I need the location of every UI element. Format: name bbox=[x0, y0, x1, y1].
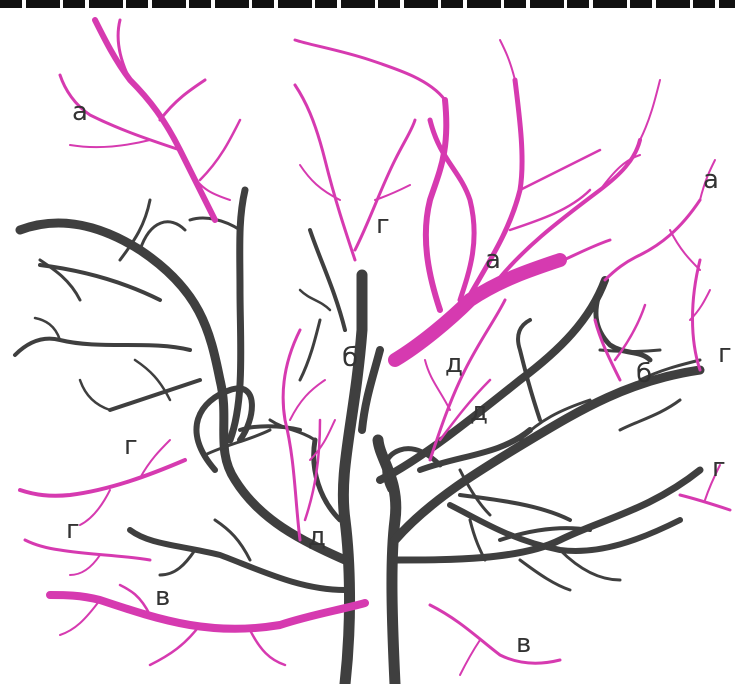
label-b: б bbox=[342, 343, 358, 373]
label-v: в bbox=[516, 629, 531, 659]
label-d: д bbox=[308, 522, 326, 552]
pruned-branches bbox=[20, 20, 730, 675]
label-v: в bbox=[155, 582, 170, 612]
label-g: г bbox=[712, 453, 726, 483]
pruned-shoot-v-left bbox=[50, 595, 365, 629]
label-b: б bbox=[636, 359, 652, 389]
trunk-fork bbox=[362, 350, 380, 430]
label-d: д bbox=[445, 349, 463, 379]
limb-right-main bbox=[395, 370, 700, 540]
label-d: д bbox=[470, 397, 488, 427]
label-a: а bbox=[485, 245, 501, 275]
label-a: а bbox=[703, 165, 719, 195]
label-g: г bbox=[376, 210, 390, 240]
label-a: а bbox=[72, 97, 88, 127]
pruned-shoot-v-right bbox=[430, 605, 560, 663]
pruned-shoot-g-center bbox=[295, 85, 355, 260]
label-g: г bbox=[66, 515, 80, 545]
trunk-left bbox=[343, 275, 362, 684]
label-g: г bbox=[718, 339, 732, 369]
pruned-limb-a-left bbox=[95, 20, 215, 220]
label-g: г bbox=[124, 431, 138, 461]
